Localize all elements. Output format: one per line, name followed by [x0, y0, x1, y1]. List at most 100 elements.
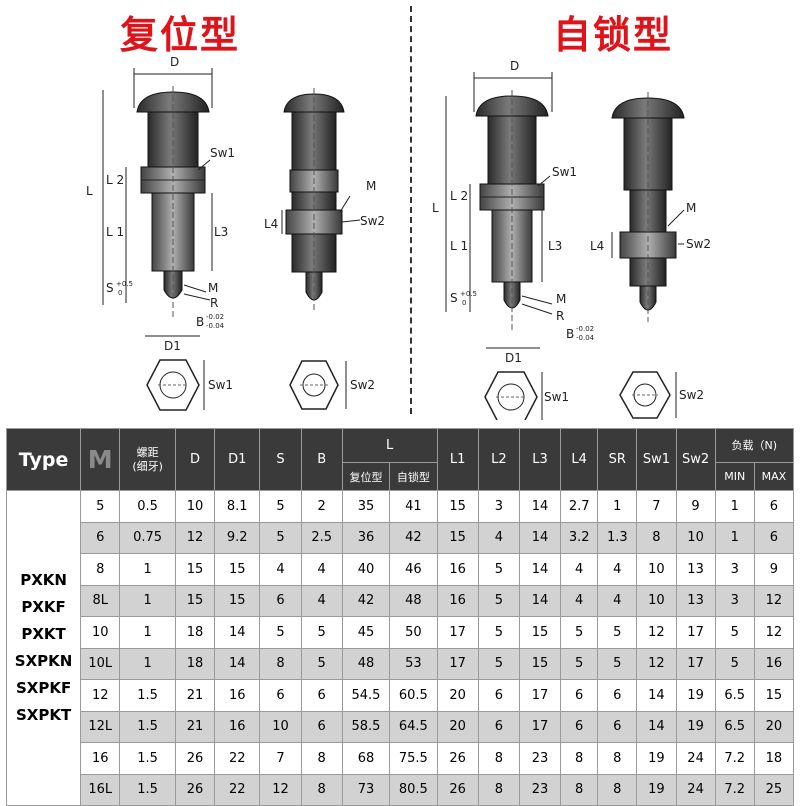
table-cell: 24: [675, 742, 716, 775]
self-lock-plunger-drawing: D L L 2 L 1 S +0.5 0 L3 Sw1 M R B -0.02 …: [432, 59, 595, 365]
header-pitch: 螺距 (细牙): [119, 428, 176, 491]
header-l2: L2: [477, 428, 520, 491]
table-cell: 12: [753, 584, 795, 617]
table-cell: 6: [80, 521, 121, 554]
table-cell: 8: [636, 521, 677, 554]
dim-sw1-label-right: Sw1: [552, 165, 577, 179]
table-cell: 5: [259, 521, 302, 554]
table-cell: 8: [80, 553, 121, 586]
table-cell: 12: [174, 521, 216, 554]
table-cell: 8: [477, 773, 520, 806]
table-cell: 14: [214, 616, 261, 649]
table-cell: 8: [597, 773, 638, 806]
table-cell: 35: [341, 490, 391, 523]
table-cell: 50: [389, 616, 438, 649]
table-cell: 42: [389, 521, 438, 554]
reset-plunger-variant-drawing: L4 M Sw2: [264, 88, 385, 312]
table-cell: 12: [259, 773, 302, 806]
table-cell: 1.3: [597, 521, 638, 554]
table-cell: 18: [174, 647, 216, 680]
table-cell: 4: [560, 584, 599, 617]
table-cell: 75.5: [389, 742, 438, 775]
reset-plunger-drawing: D L L 2 L 1 S +0.5 0 L3 Sw1 M R B -0.02 …: [86, 55, 235, 353]
table-cell: 5: [714, 647, 755, 680]
table-cell: 18: [174, 616, 216, 649]
table-cell: 6.5: [714, 679, 755, 712]
table-cell: 13: [675, 553, 716, 586]
table-cell: 6: [300, 679, 343, 712]
table-cell: 15: [214, 553, 261, 586]
table-cell: 20: [753, 710, 795, 743]
table-cell: 26: [436, 773, 479, 806]
table-cell: 4: [560, 553, 599, 586]
table-cell: 5: [477, 647, 520, 680]
table-cell: 16: [214, 679, 261, 712]
table-cell: 10: [636, 584, 677, 617]
dim-l-label-right: L: [432, 201, 439, 215]
table-cell: 14: [636, 679, 677, 712]
table-cell: 10: [80, 616, 121, 649]
dim-b-tol-top-right: -0.02: [576, 325, 594, 333]
table-cell: 10: [259, 710, 302, 743]
dim-s-tol-top-right: +0.5: [460, 290, 477, 298]
dim-sw2-label-right: Sw2: [686, 237, 711, 251]
table-cell: 26: [174, 742, 216, 775]
header-d1: D1: [214, 428, 261, 491]
table-cell: 48: [389, 584, 438, 617]
table-cell: 14: [518, 521, 562, 554]
table-cell: 36: [341, 521, 391, 554]
dim-l2-label: L 2: [106, 173, 124, 187]
dim-r-label: R: [210, 296, 218, 310]
table-cell: 10: [174, 490, 216, 523]
table-cell: 6: [597, 679, 638, 712]
header-l: L: [341, 428, 438, 463]
table-cell: 7: [636, 490, 677, 523]
table-cell: 23: [518, 742, 562, 775]
table-cell: 5: [300, 647, 343, 680]
table-cell: 6: [560, 679, 599, 712]
table-cell: 1: [714, 490, 755, 523]
dim-l1-label: L 1: [106, 225, 124, 239]
table-cell: 12: [753, 616, 795, 649]
table-cell: 2.5: [300, 521, 343, 554]
dim-b-tol-top: -0.02: [206, 313, 224, 321]
table-cell: 20: [436, 679, 479, 712]
table-cell: 5: [477, 616, 520, 649]
table-cell: 17: [675, 616, 716, 649]
dim-l1-label-right: L 1: [450, 239, 468, 253]
hex-sw1-label-right: Sw1: [544, 390, 569, 404]
table-cell: 22: [214, 773, 261, 806]
table-cell: 6: [259, 584, 302, 617]
table-cell: 5: [597, 647, 638, 680]
table-cell: 14: [518, 490, 562, 523]
table-cell: 15: [436, 490, 479, 523]
table-cell: 6.5: [714, 710, 755, 743]
table-cell: 1: [597, 490, 638, 523]
table-cell: 15: [518, 616, 562, 649]
table-cell: 3: [714, 553, 755, 586]
header-l-reset: 复位型: [341, 462, 391, 491]
table-cell: 41: [389, 490, 438, 523]
table-cell: 24: [675, 773, 716, 806]
table-cell: 6: [259, 679, 302, 712]
dim-r-label-right: R: [556, 309, 564, 323]
dim-b-label-right: B: [566, 327, 574, 341]
dim-l-label: L: [86, 184, 93, 198]
table-cell: 9.2: [214, 521, 261, 554]
table-cell: 7.2: [714, 742, 755, 775]
dim-d1-label-right: D1: [505, 351, 522, 365]
table-cell: 8: [259, 647, 302, 680]
header-type: Type: [5, 428, 82, 491]
table-cell: 5: [477, 553, 520, 586]
table-cell: 17: [518, 710, 562, 743]
table-cell: 8.1: [214, 490, 261, 523]
table-cell: 2: [300, 490, 343, 523]
table-cell: 9: [675, 490, 716, 523]
table-cell: 6: [477, 710, 520, 743]
